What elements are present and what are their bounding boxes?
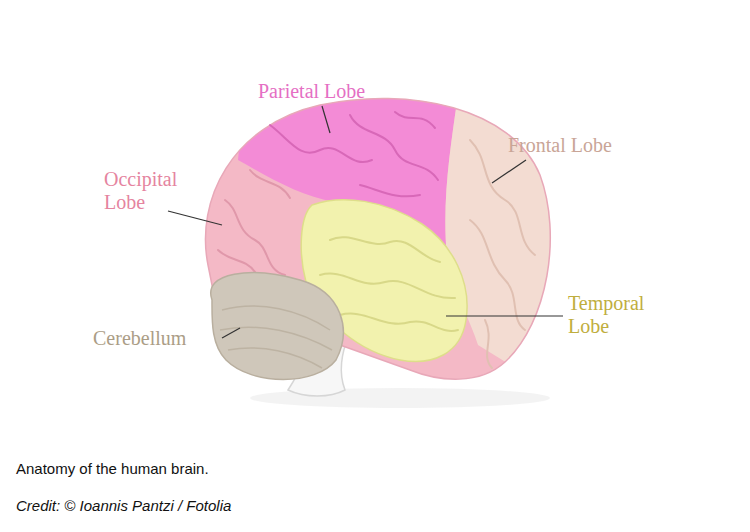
lobe-label: Temporal Lobe (568, 292, 680, 338)
lobe-label: Occipital Lobe (104, 168, 196, 214)
lobe-label: Frontal Lobe (508, 134, 612, 157)
brain-outline (205, 98, 550, 379)
frontal-region (445, 80, 600, 420)
lobe-label: Parietal Lobe (258, 80, 365, 103)
figure-caption: Anatomy of the human brain. (16, 460, 209, 477)
credit-text: Credit: © Ioannis Pantzi / Fotolia (16, 497, 231, 514)
part-label: Cerebellum (93, 327, 186, 350)
leader-lines (168, 106, 563, 338)
cerebellum-shape (211, 273, 344, 380)
